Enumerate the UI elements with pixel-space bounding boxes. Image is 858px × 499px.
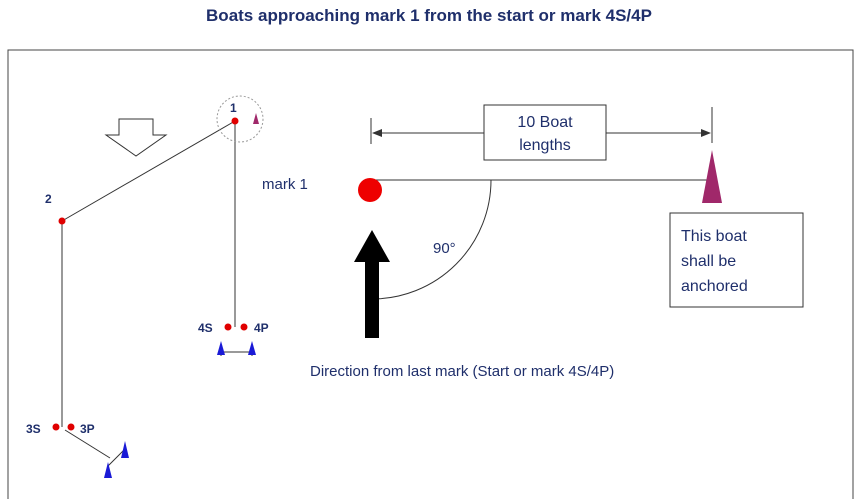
mark-4s [224,323,232,331]
mark-3p [67,423,75,431]
label-mark-2: 2 [45,192,52,206]
anchor-note-line3: anchored [681,278,748,295]
mark-3s [52,423,60,431]
anchor-note-line2: shall be [681,253,736,270]
direction-caption: Direction from last mark (Start or mark … [310,363,614,380]
anchored-boat-icon [702,150,722,203]
distance-line1: 10 Boat [517,114,573,131]
label-mark-3p: 3P [80,422,95,436]
start-line [107,448,126,467]
anchor-note-line1: This boat [681,228,747,245]
mark-1-large [358,178,382,202]
distance-box [483,104,607,161]
right-angle-arc [371,179,492,300]
label-mark-1: 1 [230,101,237,115]
gate-boat-right-icon [248,341,256,355]
frame [7,49,854,499]
mark-1-zone [216,95,264,143]
mark-4p [240,323,248,331]
page-title: Boats approaching mark 1 from the start … [206,6,652,25]
angle-label: 90° [433,240,456,257]
mark-1-label: mark 1 [262,176,308,193]
start-boat-right-icon [121,441,129,458]
anchor-note-box [669,212,804,308]
dimension-arrow-right-icon [701,129,711,137]
dimension-arrow-left-icon [372,129,382,137]
gate-boat-left-icon [217,341,225,355]
distance-line2: lengths [519,137,571,154]
mark-1 [231,117,239,125]
label-mark-3s: 3S [26,422,41,436]
leg-3-to-start [64,429,111,459]
mark-2 [58,217,66,225]
start-boat-left-icon [104,462,112,478]
wind-arrow-icon [104,118,168,157]
label-mark-4s: 4S [198,321,213,335]
leg-2-to-1 [61,120,236,222]
direction-arrow-icon [354,230,390,338]
anchored-boat-small-icon [253,113,259,124]
label-mark-4p: 4P [254,321,269,335]
